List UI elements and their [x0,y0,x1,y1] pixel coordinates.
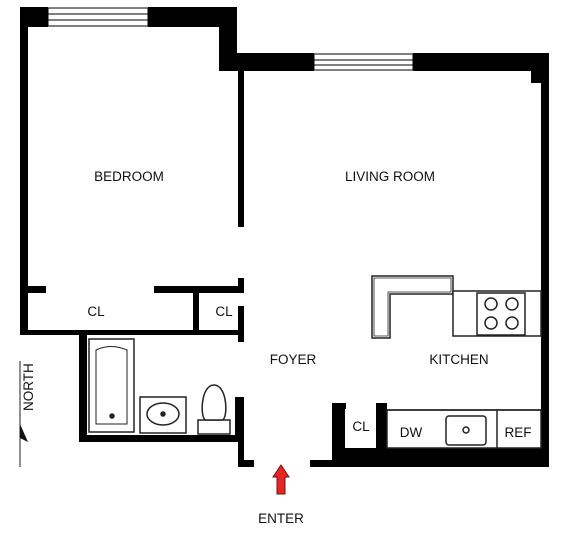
wall-bath-right [235,397,244,442]
label-closet-entry: CL [352,419,370,434]
wall-entry-closet-top [332,403,346,409]
room-labels: BEDROOM LIVING ROOM CL CL FOYER KITCHEN … [87,169,531,526]
walls [20,7,549,467]
wall-entry-left-jamb [238,460,254,467]
wall-entry-closet-left [332,403,345,463]
wall-entry-closet-right [376,403,387,463]
label-enter: ENTER [258,511,304,526]
burner-icon [484,316,498,330]
wall-kitchen-bottom [332,448,549,467]
label-kitchen: KITCHEN [429,352,488,367]
windows [47,7,414,71]
wall-closet-divider [193,286,199,335]
label-closet-bedroom: CL [87,304,105,319]
label-closet-hall: CL [215,304,233,319]
wall-bedroom-top-right [148,7,237,27]
north-arrow-icon [20,424,28,442]
window-bedroom [47,7,149,27]
burner-icon [505,316,519,330]
wall-closet-bottom [20,330,244,335]
bathroom-fixtures [88,338,231,435]
up-arrow-icon [272,464,290,495]
entry-arrow [272,464,290,495]
toilet-tank [197,419,231,435]
label-dishwasher: DW [400,425,423,440]
wall-entry-left-stub [238,442,244,467]
wall-bath-left [79,330,87,442]
wall-living-top-right [413,53,549,71]
wall-right [541,53,549,465]
wall-living-top-left [219,53,314,71]
label-refrigerator: REF [505,425,532,440]
toilet-bowl [201,384,227,421]
wall-divider-stub [238,278,244,293]
wall-closet-top-left [20,286,46,293]
label-foyer: FOYER [270,352,317,367]
burner-icon [484,297,498,311]
drain-icon [462,426,470,434]
tub-drain-icon [109,413,115,419]
wall-bedroom-living-divider [238,71,244,227]
label-bedroom: BEDROOM [94,169,164,184]
kitchen-fixtures [371,275,542,449]
wall-hall-closet-right [238,306,244,342]
kitchen-sink [445,415,487,446]
stove [476,292,526,336]
north-label: NORTH [21,363,36,411]
wall-left [20,7,28,333]
sink-drain-icon [160,411,166,417]
burner-icon [505,297,519,311]
kitchen-counter [371,275,454,339]
window-living [313,53,414,71]
north-indicator: NORTH [19,361,36,467]
wall-bath-bottom [79,435,244,442]
label-living-room: LIVING ROOM [345,169,435,184]
